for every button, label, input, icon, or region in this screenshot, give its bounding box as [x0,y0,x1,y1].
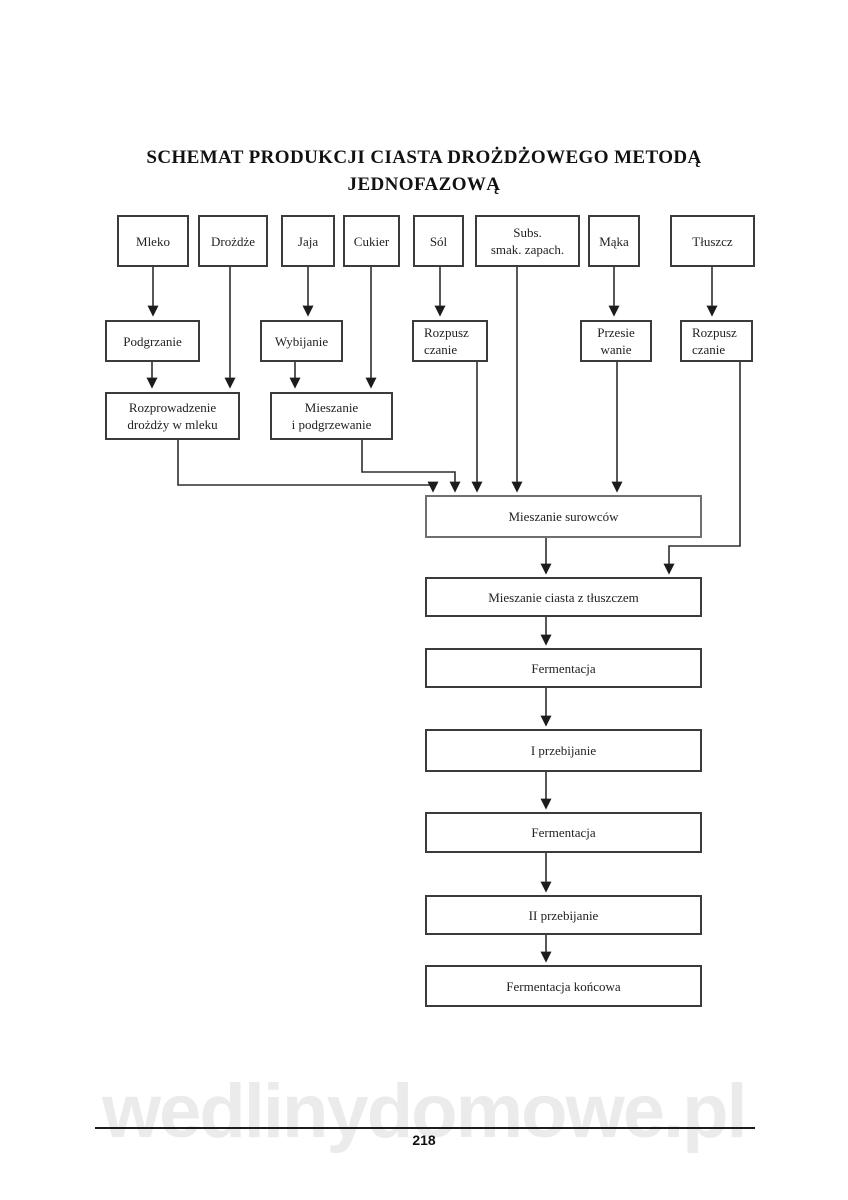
node-cukier: Cukier [343,215,400,267]
page-number: 218 [412,1132,436,1148]
node-podgrzanie: Podgrzanie [105,320,200,362]
connector-mieszaniepodgrz-surowce [361,440,461,493]
node-fermentacja-1: Fermentacja [425,648,702,688]
node-tluszcz: Tłuszcz [670,215,755,267]
node-przebijanie-1: I przebijanie [425,729,702,772]
node-fermentacja-koncowa: Fermentacja końcowa [425,965,702,1007]
node-drozdze: Drożdże [198,215,268,267]
node-rozpuszczanie-tluszcz: Rozpusz czanie [680,320,753,362]
watermark-text: wedlinydomowe.pl [102,1069,748,1154]
node-mieszanie-podgrzewanie: Mieszanie i podgrzewanie [270,392,393,440]
node-rozprowadzenie-drozdzy: Rozprowadzenie drożdży w mleku [105,392,240,440]
node-fermentacja-2: Fermentacja [425,812,702,853]
node-sol: Sól [413,215,464,267]
node-przebijanie-2: II przebijanie [425,895,702,935]
node-mleko: Mleko [117,215,189,267]
node-rozpuszczanie-sol: Rozpusz czanie [412,320,488,362]
connector-rozprowadzenie-surowce [177,440,439,493]
node-subs-smak-zapach: Subs. smak. zapach. [475,215,580,267]
page-title: SCHEMAT PRODUKCJI CIASTA DROŻDŻOWEGO MET… [0,144,848,198]
footer-rule [95,1127,755,1129]
page-title-line2: JEDNOFAZOWĄ [347,174,501,195]
node-przesiewanie: Przesie wanie [580,320,652,362]
page-title-line1: SCHEMAT PRODUKCJI CIASTA DROŻDŻOWEGO MET… [146,147,702,168]
connector-rozpuszczanietluszcz-ciasto [663,362,741,575]
node-wybijanie: Wybijanie [260,320,343,362]
node-jaja: Jaja [281,215,335,267]
node-maka: Mąka [588,215,640,267]
node-mieszanie-ciasta: Mieszanie ciasta z tłuszczem [425,577,702,617]
node-mieszanie-surowcow: Mieszanie surowców [425,495,702,538]
